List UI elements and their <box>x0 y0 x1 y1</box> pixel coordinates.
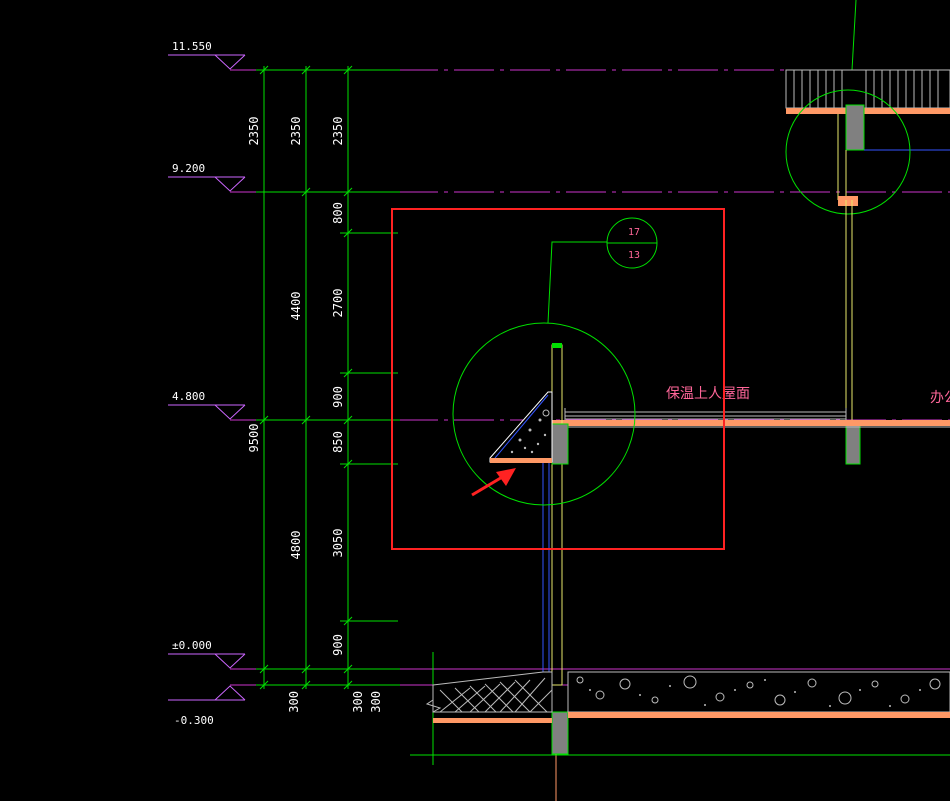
pointer-arrow <box>471 468 516 497</box>
dim-inner-900: 900 <box>331 386 345 408</box>
dim-middle-4800: 4800 <box>289 531 303 560</box>
dimension-lines <box>256 65 400 690</box>
dim-inner-3050: 3050 <box>331 529 345 558</box>
detail-sheet: 13 <box>628 250 640 261</box>
ground-foundation <box>410 652 950 765</box>
dim-inner-300: 300 <box>369 691 383 713</box>
floor-structure: 保温上人屋面 办公 <box>552 200 950 465</box>
dim-middle-2350: 2350 <box>289 117 303 146</box>
dimension-texts: 2350 9500 300 2350 4400 4800 300 2350 80… <box>247 117 383 713</box>
dim-outer-2350: 2350 <box>247 117 261 146</box>
level-markers <box>168 54 246 701</box>
dim-inner-2350: 2350 <box>331 117 345 146</box>
level-label-minus300: -0.300 <box>174 714 214 727</box>
canopy-slope <box>489 391 553 463</box>
detail-zone-circle <box>452 322 636 506</box>
upper-roof-parapet <box>785 0 950 215</box>
dim-middle-300: 300 <box>351 691 365 713</box>
dim-inner-900b: 900 <box>331 634 345 656</box>
dim-inner-850: 850 <box>331 431 345 453</box>
level-label-4800: 4.800 <box>172 390 205 403</box>
dim-outer-300: 300 <box>287 691 301 713</box>
dim-inner-2700: 2700 <box>331 289 345 318</box>
level-label-11550: 11.550 <box>172 40 212 53</box>
dim-inner-800: 800 <box>331 202 345 224</box>
highlight-frame <box>391 208 725 550</box>
main-wall <box>542 343 569 801</box>
level-label-9200: 9.200 <box>172 162 205 175</box>
room-label-roof: 保温上人屋面 <box>666 386 750 402</box>
dim-middle-4400: 4400 <box>289 292 303 321</box>
detail-callout <box>452 217 658 506</box>
dim-outer-9500: 9500 <box>247 424 261 453</box>
level-label-0000: ±0.000 <box>172 639 212 652</box>
room-label-office: 办公 <box>930 390 950 406</box>
upper-detail-circle <box>785 89 911 215</box>
detail-number: 17 <box>628 227 640 238</box>
